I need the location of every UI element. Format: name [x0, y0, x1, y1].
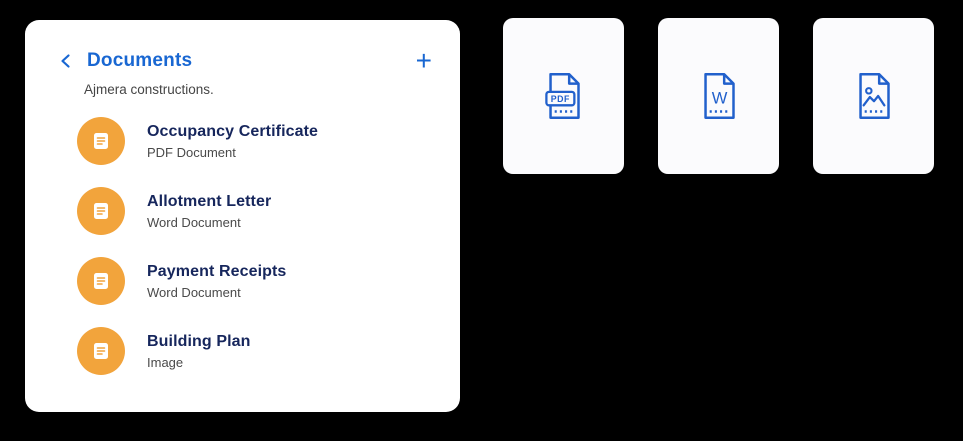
document-title: Building Plan [147, 332, 251, 350]
pdf-file-card[interactable]: PDF [503, 18, 624, 174]
document-icon [77, 187, 125, 235]
document-type: Image [147, 354, 184, 370]
document-icon [77, 257, 125, 305]
document-title: Allotment Letter [147, 192, 272, 210]
document-title: Occupancy Certificate [147, 122, 319, 140]
document-title: Payment Receipts [147, 262, 287, 280]
documents-panel: Documents + Ajmera constructions. Occupa… [25, 20, 460, 412]
list-item-building-plan[interactable]: Building Plan Image [77, 327, 460, 375]
list-item-occupancy-certificate[interactable]: Occupancy Certificate PDF Document [77, 117, 460, 165]
panel-header: Documents + [25, 20, 460, 76]
image-file-icon [858, 73, 890, 119]
svg-text:PDF: PDF [550, 94, 569, 104]
document-type: Word Document [147, 284, 241, 300]
document-text: Occupancy Certificate PDF Document [147, 123, 318, 160]
chevron-left-icon [61, 54, 70, 68]
document-type: Word Document [147, 214, 241, 230]
document-text: Payment Receipts Word Document [147, 263, 286, 300]
word-file-card[interactable]: W [658, 18, 779, 174]
document-icon [77, 117, 125, 165]
document-icon [77, 327, 125, 375]
page-title: Documents [87, 50, 193, 71]
back-button[interactable] [55, 50, 77, 72]
word-file-icon: W [703, 73, 735, 119]
builder-name: Ajmera constructions. [84, 82, 214, 97]
svg-text:W: W [711, 88, 727, 107]
document-text: Allotment Letter Word Document [147, 193, 271, 230]
document-type: PDF Document [147, 144, 236, 160]
document-list: Occupancy Certificate PDF Document Allot… [77, 117, 460, 375]
document-text: Building Plan Image [147, 333, 251, 370]
add-document-button[interactable]: + [415, 45, 432, 76]
list-item-allotment-letter[interactable]: Allotment Letter Word Document [77, 187, 460, 235]
list-item-payment-receipts[interactable]: Payment Receipts Word Document [77, 257, 460, 305]
image-file-card[interactable] [813, 18, 934, 174]
pdf-file-icon: PDF [544, 73, 580, 119]
